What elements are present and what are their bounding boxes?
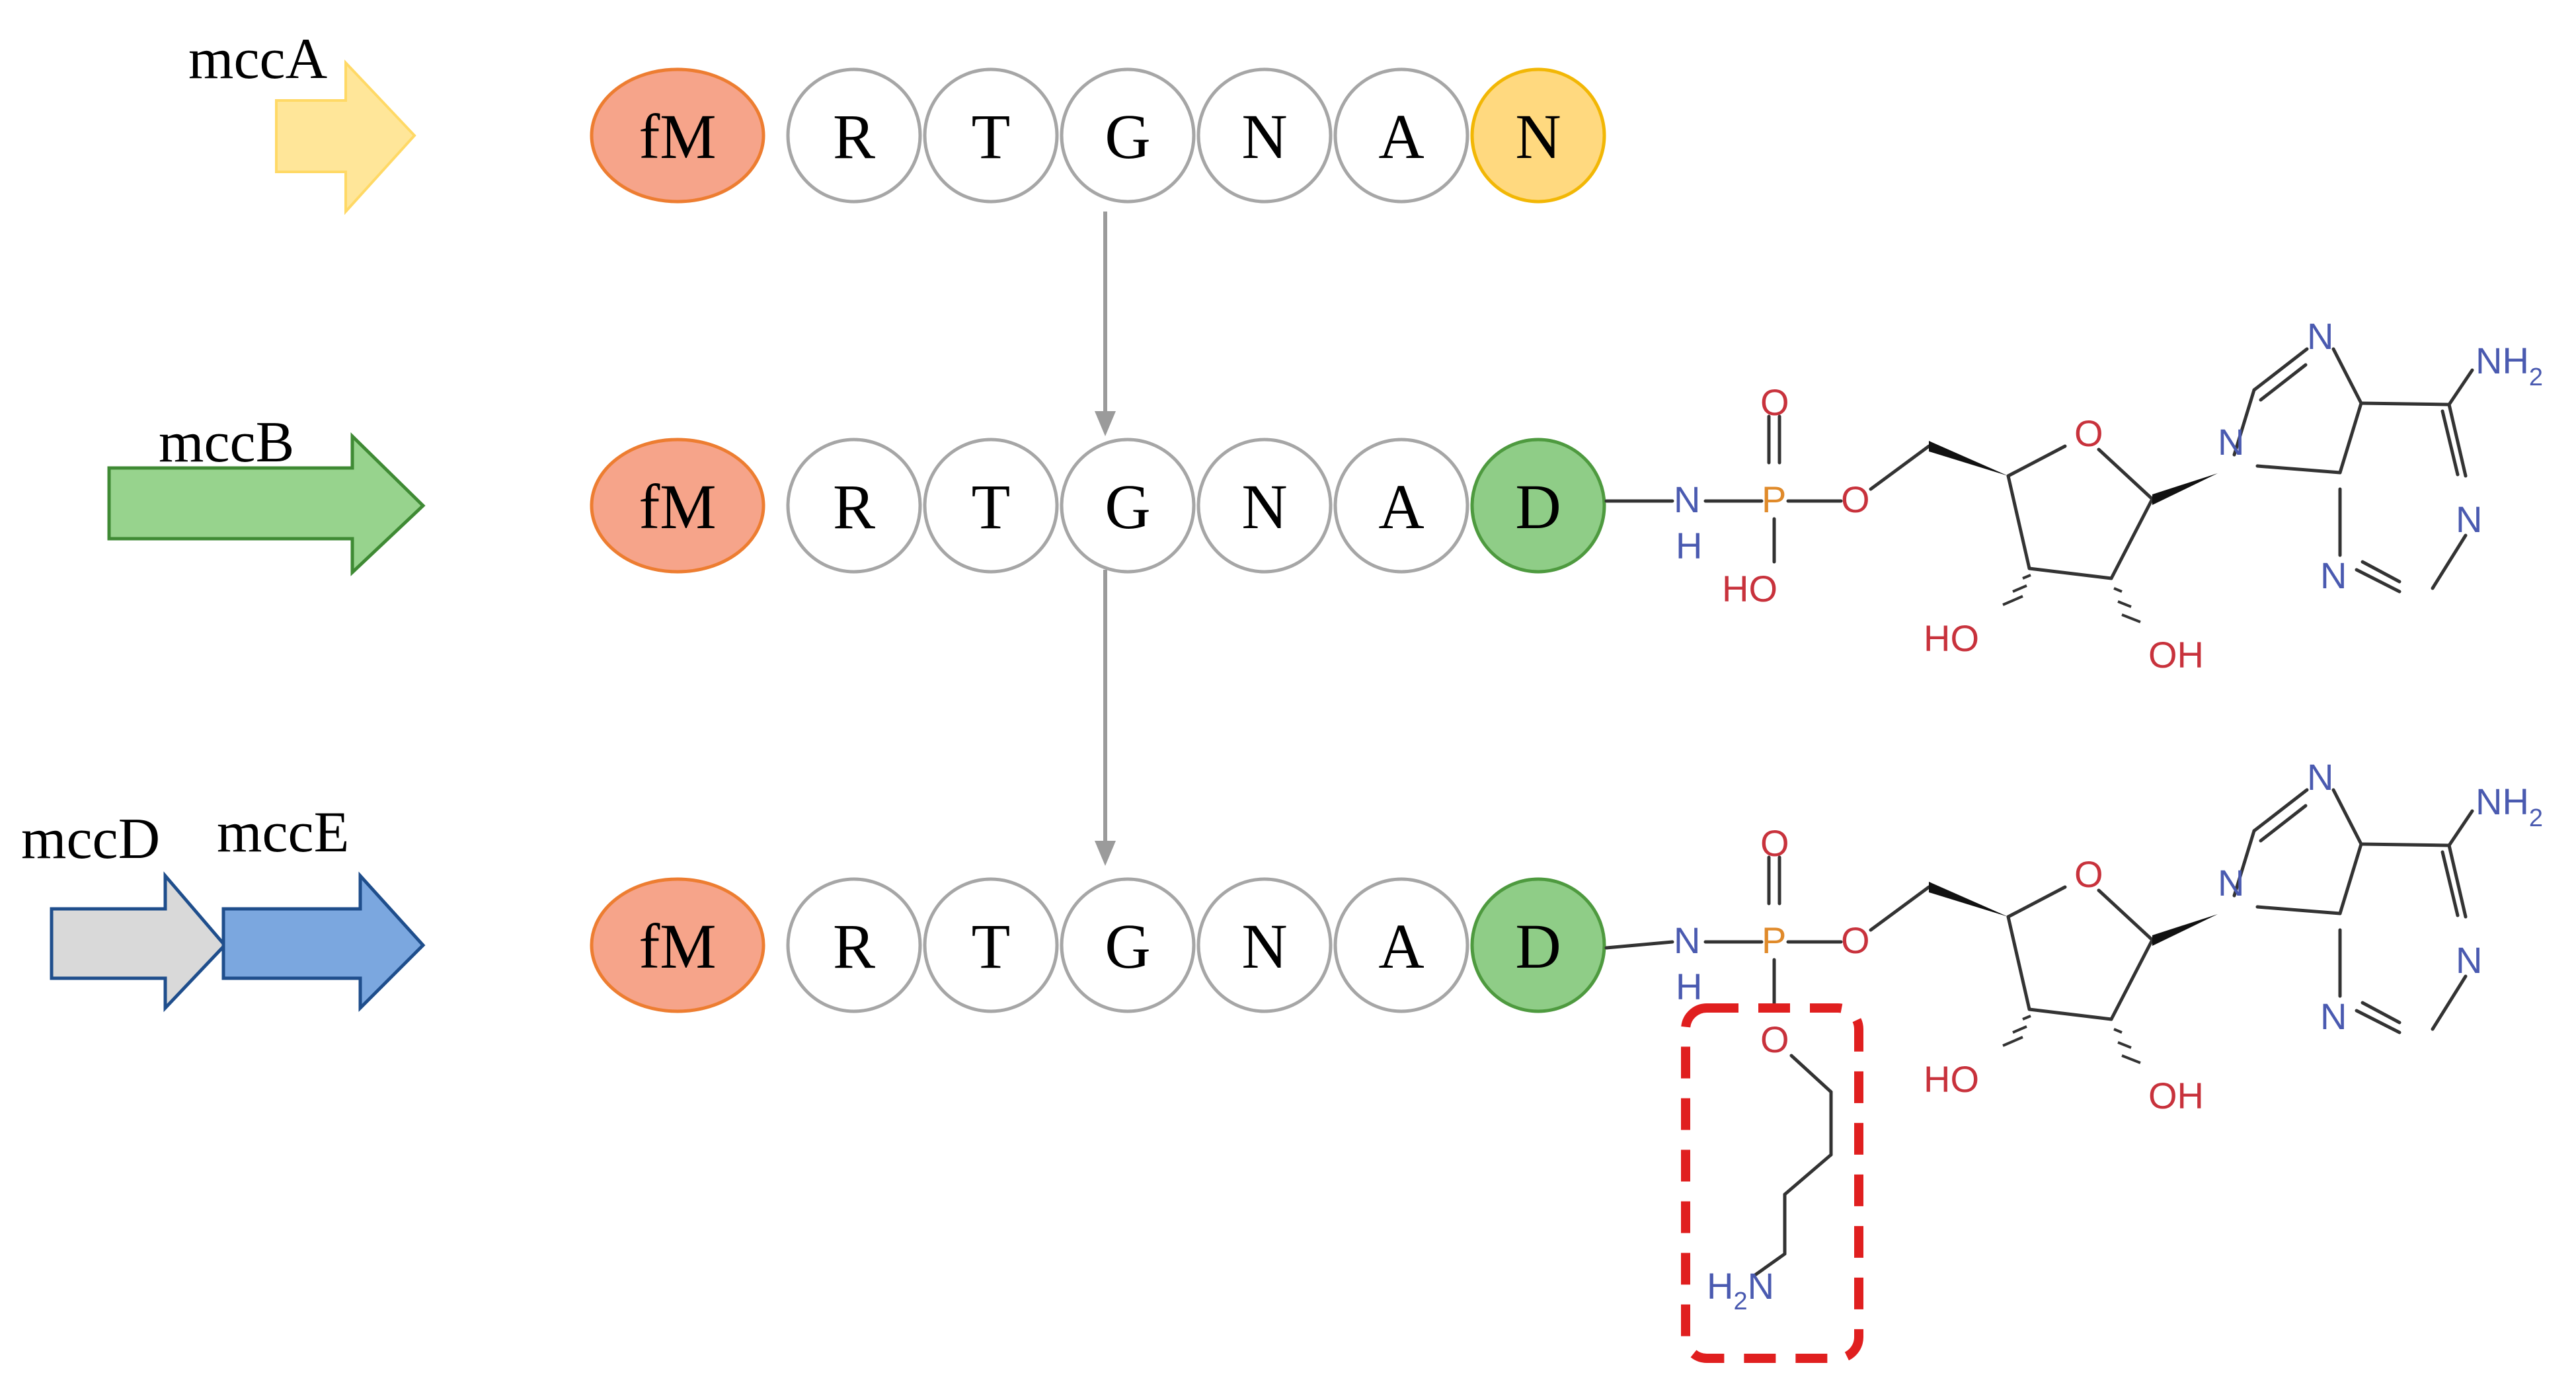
residue-label-T: T [972, 471, 1011, 542]
svg-text:N: N [2456, 939, 2482, 981]
residue-label-A: A [1378, 911, 1424, 982]
residue-label-R: R [833, 911, 875, 982]
svg-text:P: P [1762, 479, 1786, 520]
residue-circle-N [1196, 438, 1333, 574]
residue-label-A: A [1378, 101, 1424, 172]
gene-mccE-arrow: mccE [217, 800, 426, 1013]
mccB-arrow-shape [107, 432, 426, 576]
residue-label-T: T [972, 911, 1011, 982]
residue-label-R: R [833, 101, 875, 172]
residue-circle-T [923, 67, 1059, 204]
residue-circle-fM [590, 438, 765, 574]
svg-text:O: O [2074, 853, 2103, 895]
aminopropyl-amp-structure-row3: N H P O O O O HO OH N N N N NH2 H2N [1604, 756, 2543, 1315]
residue-label-N: N [1241, 911, 1287, 982]
mccD-arrow-shape [50, 871, 227, 1013]
mccB-label: mccB [159, 410, 294, 475]
residue-label-D: D [1515, 911, 1561, 982]
residue-circle-T [923, 877, 1059, 1013]
svg-text:O: O [2074, 412, 2103, 454]
residue-label-N: N [1241, 471, 1287, 542]
residue-circle-fM [590, 877, 765, 1013]
gene-mccA-arrow: mccA [188, 27, 416, 215]
svg-text:P: P [1762, 919, 1786, 961]
svg-text:HO: HO [1722, 568, 1777, 609]
svg-text:OH: OH [2148, 634, 2204, 676]
residue-label-D: D [1515, 471, 1561, 542]
residue-label-G: G [1105, 471, 1150, 542]
svg-text:N: N [2307, 315, 2333, 357]
gene-mccB-arrow: mccB [107, 410, 426, 576]
svg-text:N: N [2320, 555, 2347, 596]
flow-arrow-2 [1095, 570, 1116, 866]
mccA-arrow-shape [275, 59, 416, 215]
peptide-row-mccDE: fM R T G N A D [590, 877, 1606, 1013]
amp-structure-row2: N H P O HO O O HO OH N N N N NH2 [1604, 315, 2543, 676]
svg-text:HO: HO [1924, 617, 1979, 659]
residue-circle-N [1196, 877, 1333, 1013]
svg-text:OH: OH [2148, 1075, 2204, 1116]
residue-circle-N [1470, 67, 1606, 204]
svg-text:O: O [1841, 479, 1870, 520]
residue-circle-R [786, 877, 922, 1013]
svg-text:N: N [1674, 919, 1700, 961]
residue-circle-G [1060, 67, 1196, 204]
svg-text:O: O [1760, 381, 1789, 423]
flow-arrow-1 [1095, 212, 1116, 436]
gene-mccD-arrow: mccD [21, 807, 227, 1013]
svg-text:HO: HO [1924, 1058, 1979, 1100]
residue-circle-A [1333, 438, 1469, 574]
residue-circle-N [1196, 67, 1333, 204]
residue-circle-A [1333, 67, 1469, 204]
svg-text:N: N [2456, 498, 2482, 540]
mccD-label: mccD [21, 807, 160, 871]
residue-label-N: N [1241, 101, 1287, 172]
residue-label-G: G [1105, 911, 1150, 982]
peptide-row-mccA: fM R T G N A N [590, 67, 1606, 204]
mccA-label: mccA [188, 27, 327, 91]
mccE-label: mccE [217, 800, 349, 865]
residue-circle-R [786, 67, 922, 204]
svg-text:N: N [2218, 862, 2244, 904]
aminopropyl-highlight-box [1681, 1003, 1863, 1363]
residue-circle-D [1470, 438, 1606, 574]
residue-label-G: G [1105, 101, 1150, 172]
svg-text:NH2: NH2 [2476, 781, 2543, 832]
residue-circle-fM [590, 67, 765, 204]
residue-label-fM: fM [639, 911, 716, 982]
residue-label-fM: fM [639, 471, 716, 542]
mccE-arrow-shape [221, 871, 426, 1013]
svg-text:O: O [1760, 1019, 1789, 1060]
residue-label-T: T [972, 101, 1011, 172]
svg-text:N: N [2218, 421, 2244, 463]
svg-text:N: N [2307, 756, 2333, 798]
residue-label-N: N [1515, 101, 1561, 172]
residue-label-R: R [833, 471, 875, 542]
svg-text:NH2: NH2 [2476, 340, 2543, 391]
residue-circle-G [1060, 877, 1196, 1013]
svg-text:H: H [1676, 966, 1702, 1007]
residue-circle-R [786, 438, 922, 574]
svg-text:H2N: H2N [1707, 1265, 1774, 1315]
residue-circle-G [1060, 438, 1196, 574]
svg-text:N: N [2320, 995, 2347, 1037]
svg-text:O: O [1841, 919, 1870, 961]
svg-text:H: H [1676, 525, 1702, 566]
residue-circle-A [1333, 877, 1469, 1013]
residue-label-A: A [1378, 471, 1424, 542]
svg-text:N: N [1674, 479, 1700, 520]
residue-circle-T [923, 438, 1059, 574]
residue-circle-D [1470, 877, 1606, 1013]
peptide-row-mccB: fM R T G N A D [590, 438, 1606, 574]
residue-label-fM: fM [639, 101, 716, 172]
svg-text:O: O [1760, 822, 1789, 864]
